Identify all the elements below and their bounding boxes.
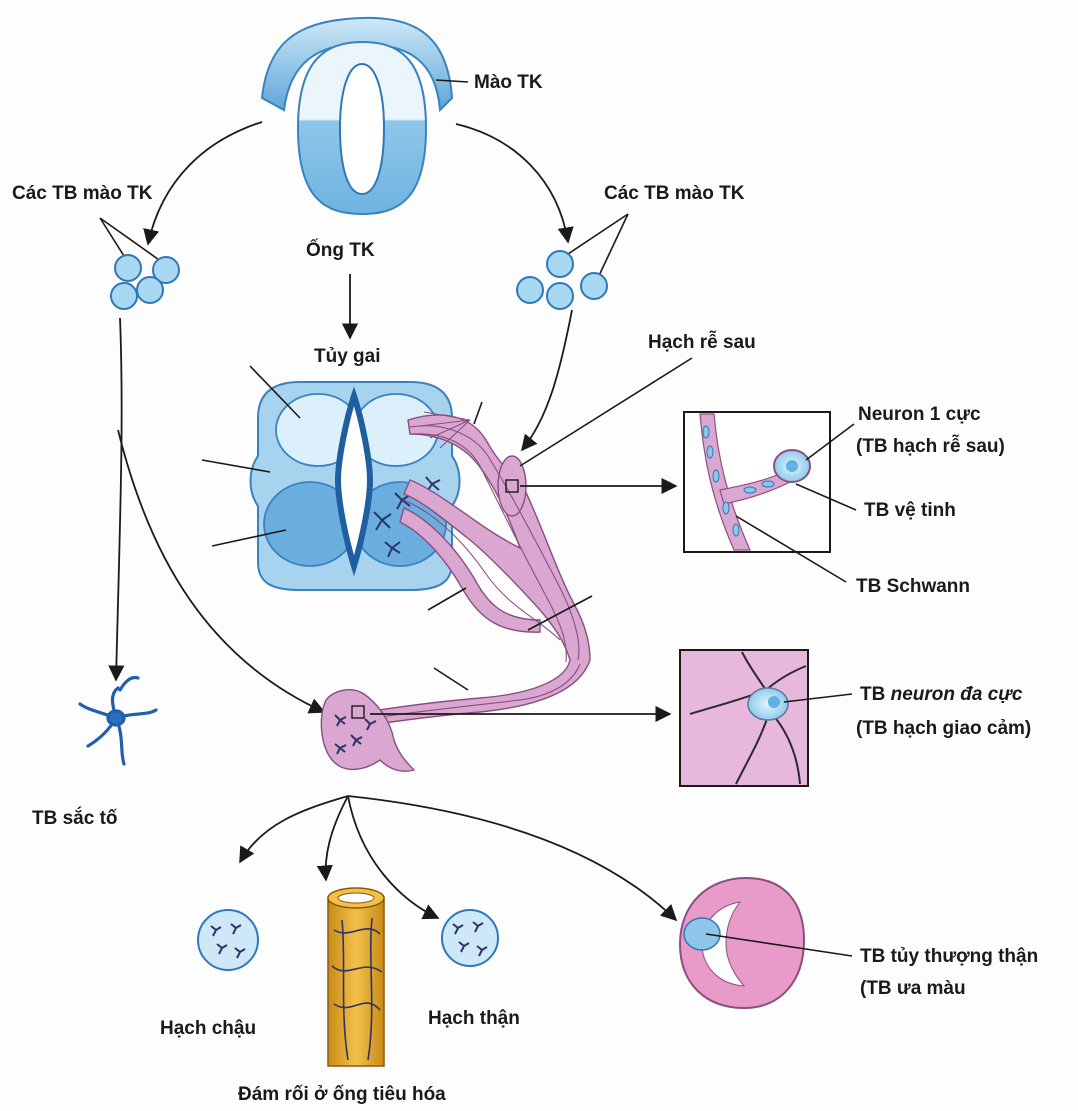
label-crest-cells-right: Các TB mào TK	[604, 183, 745, 204]
gut-plexus	[327, 887, 385, 1067]
label-gut-plexus: Đám rối ở ống tiêu hóa	[238, 1084, 446, 1105]
arrow-crest-left	[143, 121, 263, 246]
label-schwann-cell: TB Schwann	[856, 576, 970, 597]
leader-satellite	[795, 483, 857, 511]
leader-unipolar	[805, 423, 855, 461]
label-unipolar-neuron: Neuron 1 cực	[858, 404, 981, 425]
arrow-crest-right	[455, 123, 574, 244]
leader-cord-1	[249, 365, 301, 419]
label-multipolar-neuron-sub: (TB hạch giao cảm)	[856, 718, 1031, 739]
label-adrenal-medulla-sub: (TB ưa màu	[860, 978, 966, 999]
nerve-ticks	[427, 401, 593, 691]
arrow-to-pigment	[108, 317, 125, 682]
inset-unipolar-neuron	[683, 411, 831, 553]
label-satellite-cell: TB vệ tinh	[864, 500, 956, 521]
label-dorsal-root-ganglion: Hạch rễ sau	[648, 331, 756, 353]
leader-cord-3	[211, 529, 287, 547]
neural-tube-lumen	[338, 62, 386, 196]
leader-cord-2	[201, 459, 271, 473]
pigment-cell	[78, 675, 158, 766]
label-adrenal-medulla: TB tủy thượng thận	[860, 946, 1038, 967]
leader-crest	[435, 79, 469, 83]
label-crest: Mào TK	[474, 72, 543, 93]
label-renal-ganglion: Hạch thận	[428, 1008, 520, 1029]
branch-arrows	[239, 795, 678, 922]
leader-adrenal	[705, 933, 853, 957]
label-crest-cells-left: Các TB mào TK	[12, 183, 153, 204]
label-pelvic-ganglion: Hạch chậu	[160, 1018, 256, 1039]
inset-multipolar-neuron	[679, 649, 809, 787]
spinal-cord-section	[249, 381, 461, 591]
neural-crest-shape	[260, 16, 454, 113]
crest-cells-left	[99, 217, 180, 310]
arrow-right-cells-to-ganglion	[520, 309, 573, 452]
adrenal-medulla	[678, 876, 806, 1010]
leader-multipolar	[783, 693, 853, 703]
leader-schwann	[735, 515, 847, 583]
label-spinal-cord: Tủy gai	[314, 346, 381, 367]
label-unipolar-neuron-sub: (TB hạch rễ sau)	[856, 435, 1005, 457]
arrow-to-sympathetic	[117, 429, 326, 714]
pelvic-ganglion	[197, 909, 259, 971]
label-multipolar-neuron: TB neuron đa cực	[860, 684, 1023, 705]
label-pigment-cell: TB sắc tố	[32, 807, 118, 829]
label-neural-tube: Ống TK	[306, 239, 375, 261]
leader-ganglion	[519, 357, 693, 467]
crest-cells-right	[516, 213, 629, 310]
renal-ganglion	[441, 909, 499, 967]
sympathetic-ganglion	[320, 689, 416, 772]
